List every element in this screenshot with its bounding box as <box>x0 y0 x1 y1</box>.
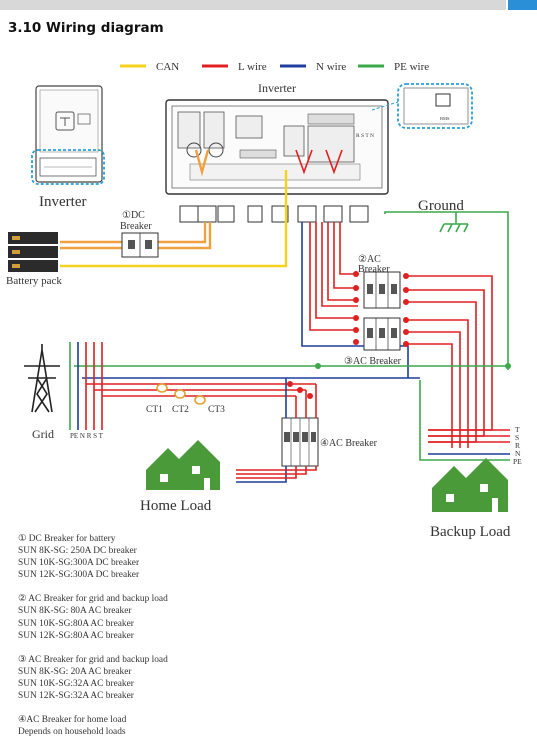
inverter-side-label: Inverter <box>39 194 86 210</box>
ct-sensors <box>156 383 206 405</box>
grid-label: Grid <box>32 427 54 441</box>
backup-load-wires <box>406 275 510 461</box>
ac-wires-inverter <box>295 149 409 378</box>
dc-breaker-label-line1: ①DC <box>122 210 145 221</box>
note-ac-breaker-3: ③ AC Breaker for grid and backup load SU… <box>18 654 318 702</box>
backup-terminal-n: N <box>515 449 521 458</box>
legend: CAN L wire N wire PE wire <box>120 61 429 73</box>
ground-symbol <box>439 212 469 233</box>
legend-l-wire-label: L wire <box>238 61 267 73</box>
breaker-terminals <box>353 271 409 347</box>
header-rule-main <box>0 0 506 10</box>
dc-breaker <box>121 232 159 258</box>
note-line: SUN 8K-SG: 80A AC breaker <box>18 606 132 617</box>
legend-n-wire-label: N wire <box>316 61 346 73</box>
note-dc-breaker: ① DC Breaker for battery SUN 8K-SG: 250A… <box>18 533 318 581</box>
breaker-notes: ① DC Breaker for battery SUN 8K-SG: 250A… <box>18 533 318 750</box>
ac-breaker-3-label: ③AC Breaker <box>344 356 402 367</box>
home-load-house-icon <box>146 440 220 490</box>
battery-pack <box>8 232 58 272</box>
ac-breaker-4 <box>281 417 319 467</box>
ct3-label: CT3 <box>208 405 225 415</box>
ground-label: Ground <box>418 198 464 214</box>
grid-phases-label: PE N R S T <box>70 432 104 440</box>
note-line: SUN 8K-SG: 250A DC breaker <box>18 546 137 557</box>
bms-label: BMS <box>440 116 450 121</box>
note-ac-breaker-2: ② AC Breaker for grid and backup load SU… <box>18 593 318 641</box>
note-line: ④AC Breaker for home load <box>18 715 127 726</box>
inverter-main: R S T N <box>165 99 389 195</box>
dc-breaker-label-line2: Breaker <box>120 221 152 232</box>
home-load-label: Home Load <box>140 498 212 514</box>
ground-wire <box>384 211 509 370</box>
grid-bus <box>69 342 508 430</box>
inverter-top-label: Inverter <box>258 81 296 95</box>
header-rule <box>0 0 537 10</box>
note-line: SUN 10K-SG:300A DC breaker <box>18 558 140 569</box>
note-line: SUN 12K-SG:300A DC breaker <box>18 570 140 581</box>
ac-breaker-3 <box>363 317 401 351</box>
ground-node <box>505 363 511 369</box>
backup-terminal-r: R <box>515 441 520 450</box>
legend-pe-wire-label: PE wire <box>394 61 429 73</box>
header-rule-accent <box>508 0 537 10</box>
ac-breaker-2 <box>363 271 401 309</box>
breaker-4-terminals <box>287 381 313 399</box>
note-line: ① DC Breaker for battery <box>18 534 116 544</box>
backup-terminal-t: T <box>515 425 520 434</box>
note-line: SUN 10K-SG:80A AC breaker <box>18 618 134 629</box>
ac-breaker-4-label: ④AC Breaker <box>320 438 378 449</box>
backup-load-house-icon <box>432 458 508 512</box>
note-line: SUN 10K-SG:32A AC breaker <box>18 678 134 689</box>
note-line: ③ AC Breaker for grid and backup load <box>18 654 168 665</box>
ct2-label: CT2 <box>172 405 189 415</box>
home-load-wires <box>236 378 317 483</box>
backup-terminal-pe: PE <box>513 457 522 466</box>
inverter-front-view <box>31 85 105 185</box>
note-line: SUN 12K-SG:32A AC breaker <box>18 691 134 702</box>
bms-callout: BMS <box>371 83 473 129</box>
backup-load-label: Backup Load <box>430 524 511 540</box>
grid-tower-icon <box>24 344 60 413</box>
legend-can-label: CAN <box>156 61 179 73</box>
grid-node <box>315 363 321 369</box>
dc-wires <box>60 149 288 268</box>
battery-pack-label: Battery pack <box>6 275 62 287</box>
note-line: SUN 8K-SG: 20A AC breaker <box>18 666 132 677</box>
page-title: 3.10 Wiring diagram <box>8 20 164 36</box>
backup-terminal-labels: T S R N PE <box>513 425 522 466</box>
ac-breaker-2-label-line2: Breaker <box>358 264 390 275</box>
backup-terminal-s: S <box>515 433 519 442</box>
note-line: Depends on household loads <box>18 727 126 738</box>
ac-breaker-2-label-line1: ②AC <box>358 254 381 265</box>
terminal-rst-label: R S T N <box>356 133 374 139</box>
cable-glands <box>179 205 369 223</box>
note-line: ② AC Breaker for grid and backup load <box>18 594 168 605</box>
note-ac-breaker-4: ④AC Breaker for home load Depends on hou… <box>18 714 318 738</box>
ct1-label: CT1 <box>146 405 163 415</box>
note-line: SUN 12K-SG:80A AC breaker <box>18 630 134 641</box>
